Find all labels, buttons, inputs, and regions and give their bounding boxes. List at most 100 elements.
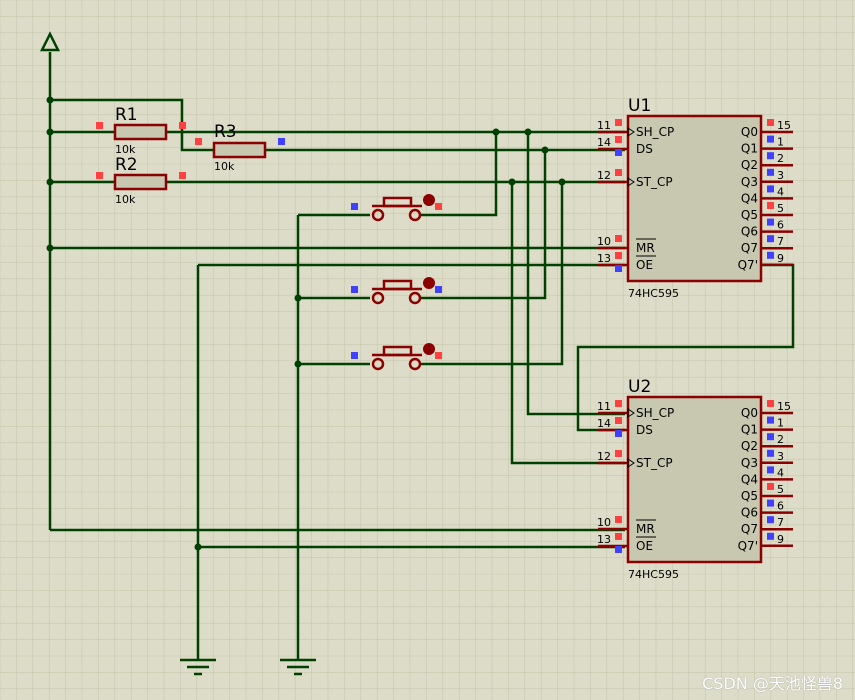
pin-name: Q6: [741, 225, 758, 239]
pin-name: Q7': [738, 539, 758, 553]
resistor-value: 10k: [214, 160, 235, 173]
pin-marker: [767, 532, 774, 540]
vcc-icon: [39, 31, 61, 52]
pin-marker-red: [615, 252, 622, 259]
pin-marker: [767, 416, 774, 424]
pin-marker: [767, 483, 774, 490]
watermark: CSDN @天池怪兽8: [702, 674, 843, 693]
chip-part: 74HC595: [628, 568, 679, 581]
pin-name: ST_CP: [636, 456, 673, 470]
pin-name: Q3: [741, 456, 758, 470]
pin-marker-blue: [615, 265, 622, 272]
pin-name: Q2: [741, 158, 758, 172]
clock-icon: [627, 408, 635, 418]
pin-number: 10: [597, 235, 611, 248]
pin-name: Q7': [738, 258, 758, 272]
pin-name: Q7: [741, 522, 758, 536]
button-indicator: [423, 343, 435, 355]
pin-number: 2: [777, 433, 784, 446]
pin-marker-red: [615, 235, 622, 242]
junction-dot: [46, 178, 54, 186]
pin-marker-blue: [351, 203, 358, 210]
pin-marker: [767, 119, 774, 126]
button-cap: [382, 279, 413, 291]
button-contact: [371, 357, 385, 371]
junction-dot: [508, 178, 516, 186]
pin-marker: [767, 400, 774, 407]
button-contact: [408, 291, 422, 305]
chip-ref: U1: [628, 96, 651, 116]
pin-name: DS: [636, 423, 653, 437]
pin-number: 6: [777, 500, 784, 513]
pin-marker-blue: [351, 286, 358, 293]
pin-number: 1: [777, 417, 784, 430]
button-contact: [371, 208, 385, 222]
pin-marker: [767, 202, 774, 209]
pin-name: Q3: [741, 175, 758, 189]
resistor-body: [212, 141, 267, 159]
pin-number: 13: [597, 252, 611, 265]
chip-part: 74HC595: [628, 287, 679, 300]
pin-marker: [767, 135, 774, 143]
pin-name: SH_CP: [636, 125, 674, 139]
pin-number: 5: [777, 483, 784, 496]
button-contact: [408, 208, 422, 222]
junction-dot: [46, 96, 54, 104]
pin-name: OE: [636, 258, 653, 272]
pin-marker-red: [179, 172, 186, 179]
pin-number: 6: [777, 219, 784, 232]
clock-icon: [627, 177, 635, 187]
button-contact: [408, 357, 422, 371]
pin-marker: [767, 152, 774, 160]
pin-number: 1: [777, 136, 784, 149]
wire: [526, 132, 625, 416]
resistor-ref: R2: [115, 155, 138, 175]
button-indicator: [423, 277, 435, 289]
pin-number: 3: [777, 169, 784, 182]
pin-marker: [767, 185, 774, 193]
pin-marker: [767, 251, 774, 259]
clock-icon: [627, 127, 635, 137]
pin-marker-red: [615, 169, 622, 176]
junction-dot: [541, 146, 549, 154]
pin-name: Q1: [741, 423, 758, 437]
pin-name: Q0: [741, 125, 758, 139]
pin-marker-blue: [615, 546, 622, 553]
button-contact: [371, 291, 385, 305]
pin-marker-red: [615, 136, 622, 143]
pin-number: 2: [777, 152, 784, 165]
pin-number: 7: [777, 516, 784, 529]
pin-marker: [767, 516, 774, 524]
pin-name: OE: [636, 539, 653, 553]
pin-number: 12: [597, 450, 611, 463]
pin-name: ST_CP: [636, 175, 673, 189]
pin-marker: [767, 433, 774, 441]
junction-dot: [294, 360, 302, 368]
pin-number: 9: [777, 252, 784, 265]
pin-name: Q6: [741, 506, 758, 520]
pin-marker: [435, 352, 442, 359]
chip-ref: U2: [628, 377, 651, 397]
wire: [420, 132, 498, 217]
pin-marker: [767, 235, 774, 243]
chip-body: [626, 395, 763, 564]
pin-number: 15: [777, 119, 791, 132]
pin-marker-red: [179, 122, 186, 129]
pin-number: 3: [777, 450, 784, 463]
junction-dot: [524, 128, 532, 136]
pin-name: SH_CP: [636, 406, 674, 420]
resistor-body: [113, 123, 168, 141]
pin-marker-red: [615, 516, 622, 523]
junction-dot: [558, 178, 566, 186]
pin-number: 4: [777, 466, 784, 479]
wire: [420, 150, 547, 300]
wire: [510, 182, 625, 465]
pin-number: 10: [597, 516, 611, 529]
pin-marker-red: [96, 122, 103, 129]
pin-number: 4: [777, 185, 784, 198]
pin-marker-red: [615, 400, 622, 407]
pin-number: 5: [777, 202, 784, 215]
